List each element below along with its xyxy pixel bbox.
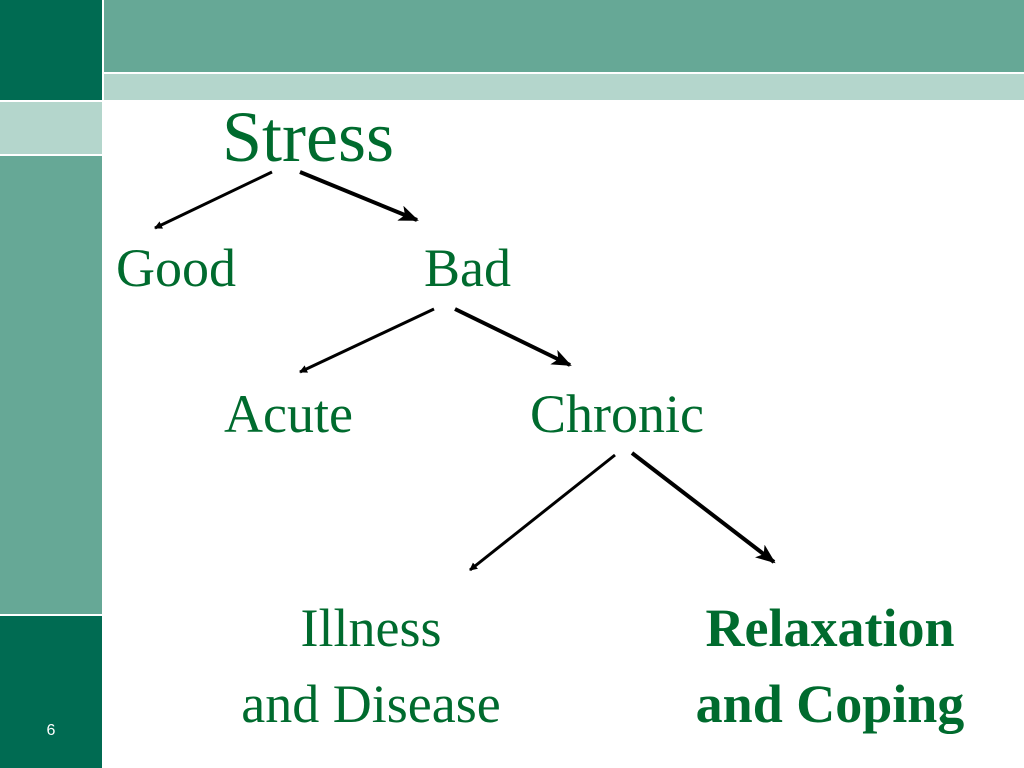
node-relaxation-line1: Relaxation	[705, 598, 955, 658]
left-mid-panel	[0, 156, 102, 614]
top-banner	[104, 0, 1024, 72]
arrow-stress-good	[154, 170, 273, 230]
node-bad: Bad	[424, 238, 511, 298]
slide-number: 6	[46, 722, 56, 739]
node-good: Good	[116, 238, 236, 298]
arrow-bad-chronic	[454, 307, 572, 367]
node-acute: Acute	[224, 384, 353, 444]
arrow-chronic-relaxation	[630, 451, 776, 564]
node-illness-line2: and Disease	[241, 674, 501, 734]
node-illness-and-disease: Illness and Disease	[186, 590, 556, 742]
node-relaxation-line2: and Coping	[695, 674, 965, 734]
top-pale-strip	[104, 74, 1024, 100]
arrow-bad-acute	[299, 307, 435, 374]
bottom-left-dark-block	[0, 616, 102, 768]
node-chronic: Chronic	[530, 384, 704, 444]
arrow-stress-bad	[299, 170, 419, 222]
node-stress: Stress	[222, 97, 395, 177]
top-left-dark-block	[0, 0, 102, 100]
node-illness-line1: Illness	[300, 598, 442, 658]
arrow-chronic-illness	[469, 453, 616, 572]
left-pale-block	[0, 102, 102, 154]
node-relaxation-and-coping: Relaxation and Coping	[660, 590, 1000, 742]
